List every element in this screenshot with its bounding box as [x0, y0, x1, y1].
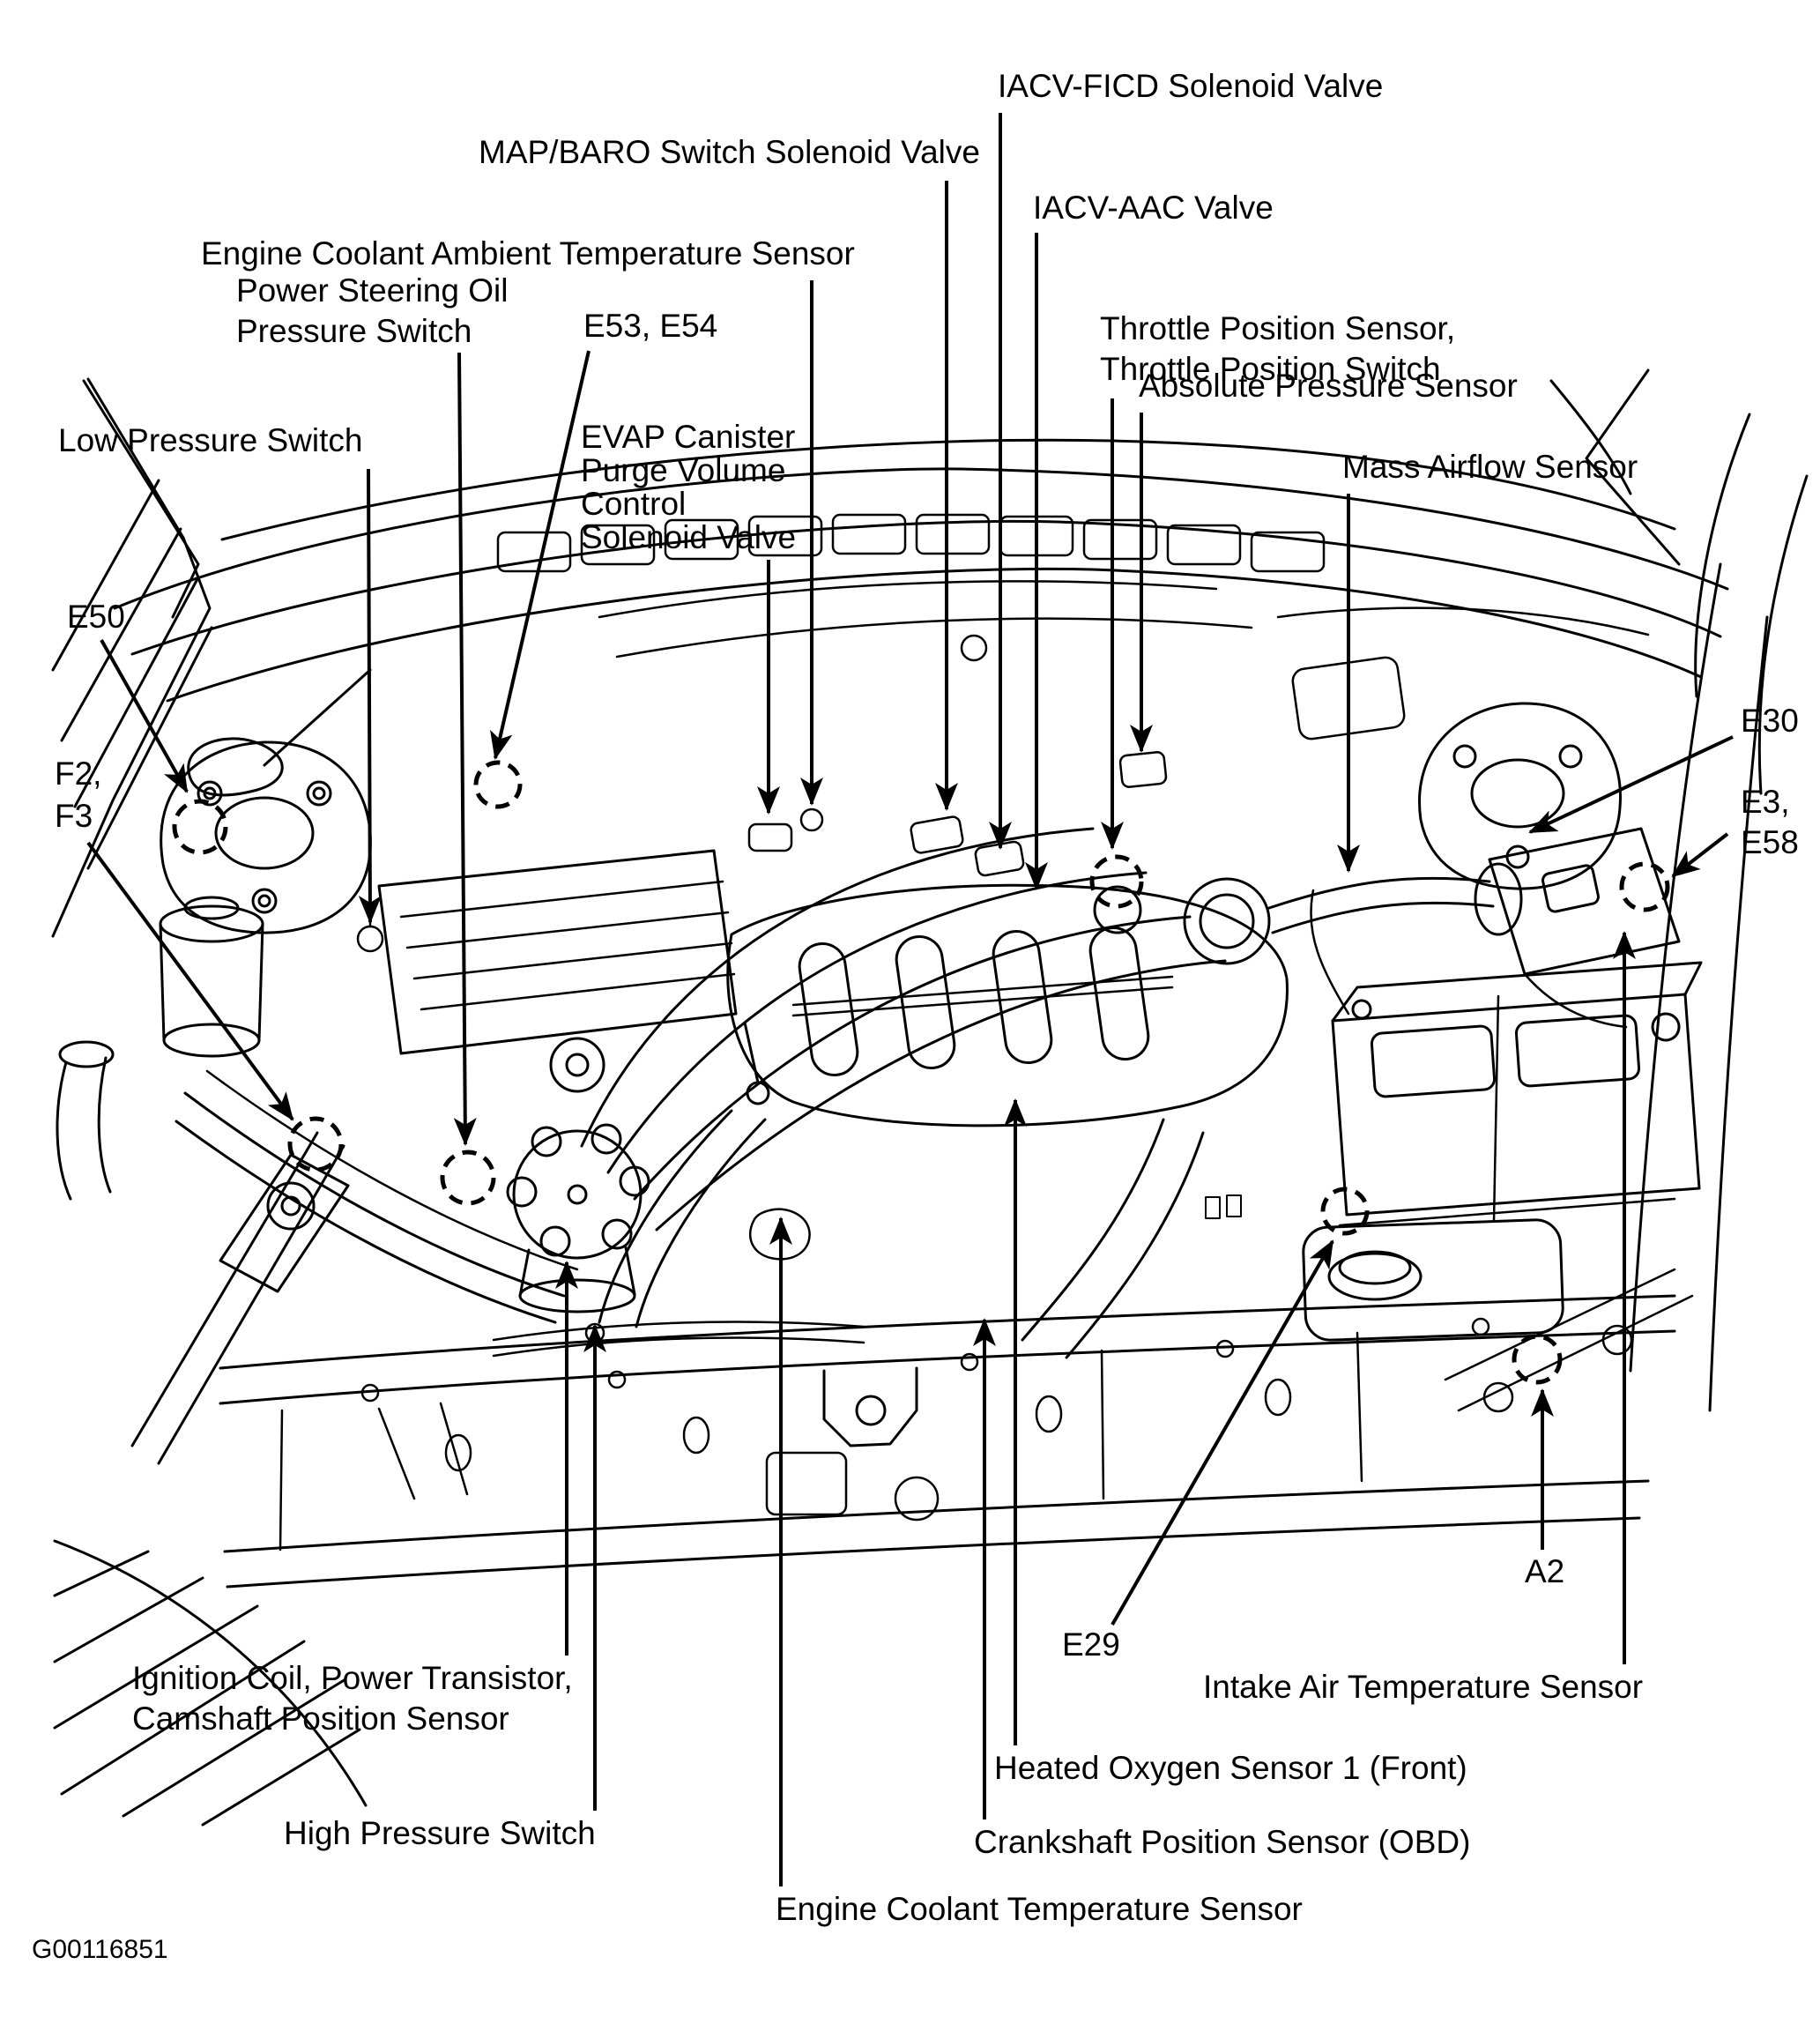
label-low_press: Low Pressure Switch — [58, 422, 362, 458]
label-gcode: G00116851 — [32, 1935, 168, 1964]
leader-line-e30 — [1528, 735, 1734, 834]
callout-circle-e29 — [1320, 1187, 1370, 1236]
label-e30: E30 — [1741, 703, 1799, 739]
engine-bay-artwork — [51, 368, 1809, 1827]
callout-circles-layer — [172, 760, 1670, 1385]
label-throttle: Throttle Position Sensor, Throttle Positi… — [1100, 310, 1455, 387]
label-ho2s: Heated Oxygen Sensor 1 (Front) — [994, 1750, 1467, 1786]
label-e30-line-0: E30 — [1741, 703, 1799, 739]
label-e3e58: E3,E58 — [1741, 784, 1799, 860]
label-evap-line-3: Solenoid Valve — [581, 519, 796, 555]
leader-line-e29 — [1111, 1239, 1334, 1626]
label-map_baro-line-0: MAP/BARO Switch Solenoid Valve — [479, 134, 980, 170]
callout-circle-e50 — [172, 799, 228, 855]
label-ects-line-0: Engine Coolant Temperature Sensor — [776, 1891, 1303, 1927]
callout-circle-a2 — [1512, 1334, 1563, 1385]
label-ign-line-1: Camshaft Position Sensor — [132, 1700, 509, 1737]
label-e50-line-0: E50 — [67, 599, 125, 635]
callout-circle-e53 — [473, 760, 523, 809]
callout-circle-e3e58 — [1619, 861, 1670, 912]
label-f2f3-line-1: F3 — [55, 798, 93, 834]
leader-line-e3e58 — [1671, 832, 1729, 878]
label-f2f3-line-0: F2, — [55, 755, 101, 792]
leader-line-e53 — [490, 350, 591, 760]
callout-circle-f2f3 — [287, 1116, 344, 1172]
labels-layer: MAP/BARO Switch Solenoid Valve IACV-FICD … — [32, 68, 1799, 1964]
label-e29: E29 — [1062, 1626, 1120, 1663]
callout-circle-ps — [440, 1150, 496, 1206]
label-e53: E53, E54 — [583, 308, 717, 344]
label-ho2s-line-0: Heated Oxygen Sensor 1 (Front) — [994, 1750, 1467, 1786]
leader-lines-layer — [86, 113, 1734, 1886]
label-e53-line-0: E53, E54 — [583, 308, 717, 344]
label-ign: Ignition Coil, Power Transistor, Camshaft… — [132, 1660, 573, 1737]
label-ps-line-0: Power Steering Oil — [236, 272, 508, 309]
label-iacv_aac-line-0: IACV-AAC Valve — [1033, 190, 1274, 226]
label-hps: High Pressure Switch — [284, 1815, 596, 1851]
label-maf-line-0: Mass Airflow Sensor — [1342, 449, 1638, 485]
label-evap-line-1: Purge Volume — [581, 452, 785, 488]
label-evap-line-2: Control — [581, 486, 686, 522]
label-cps: Crankshaft Position Sensor (OBD) — [974, 1824, 1470, 1860]
label-e29-line-0: E29 — [1062, 1626, 1120, 1663]
label-abs_press-line-0: Absolute Pressure Sensor — [1139, 368, 1518, 404]
leader-line-e50 — [100, 639, 189, 793]
leader-line-low_press — [358, 468, 382, 924]
label-ects: Engine Coolant Temperature Sensor — [776, 1891, 1303, 1927]
label-e50: E50 — [67, 599, 125, 635]
label-abs_press: Absolute Pressure Sensor — [1139, 368, 1518, 404]
callout-circle-throttle — [1089, 854, 1144, 909]
label-gcode-line-0: G00116851 — [32, 1935, 168, 1964]
label-intake_air-line-0: Intake Air Temperature Sensor — [1203, 1669, 1643, 1705]
label-maf: Mass Airflow Sensor — [1342, 449, 1638, 485]
label-cps-line-0: Crankshaft Position Sensor (OBD) — [974, 1824, 1470, 1860]
leader-line-f2f3 — [86, 841, 294, 1121]
label-throttle-line-0: Throttle Position Sensor, — [1100, 310, 1455, 346]
label-intake_air: Intake Air Temperature Sensor — [1203, 1669, 1643, 1705]
label-hps-line-0: High Pressure Switch — [284, 1815, 596, 1851]
label-iacv_ficd-line-0: IACV-FICD Solenoid Valve — [998, 68, 1383, 104]
label-ec_ambient: Engine Coolant Ambient Temperature Senso… — [201, 235, 855, 272]
label-e3e58-line-1: E58 — [1741, 824, 1799, 860]
label-e3e58-line-0: E3, — [1741, 784, 1790, 820]
label-ec_ambient-line-0: Engine Coolant Ambient Temperature Senso… — [201, 235, 855, 272]
label-evap-line-0: EVAP Canister — [581, 419, 795, 455]
label-iacv_ficd: IACV-FICD Solenoid Valve — [998, 68, 1383, 104]
label-throttle-line-1: Throttle Position Switch — [1100, 351, 1441, 387]
label-map_baro: MAP/BARO Switch Solenoid Valve — [479, 134, 980, 170]
label-a2-line-0: A2 — [1525, 1553, 1564, 1589]
label-a2: A2 — [1525, 1553, 1564, 1589]
label-f2f3: F2,F3 — [55, 755, 101, 834]
label-ps-line-1: Pressure Switch — [236, 313, 472, 349]
label-ign-line-0: Ignition Coil, Power Transistor, — [132, 1660, 573, 1696]
label-iacv_aac: IACV-AAC Valve — [1033, 190, 1274, 226]
label-low_press-line-0: Low Pressure Switch — [58, 422, 362, 458]
leader-line-ps — [453, 352, 477, 1146]
